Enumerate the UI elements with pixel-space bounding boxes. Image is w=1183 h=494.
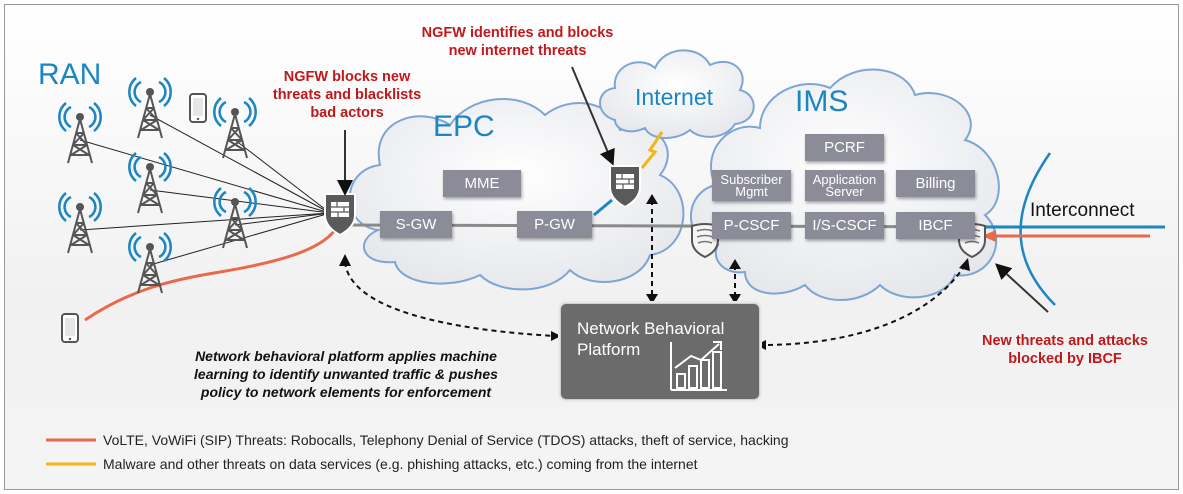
- platform-note: Network behavioral platform applies mach…: [160, 347, 532, 401]
- ngfw-ran-line1: NGFW blocks new: [283, 69, 411, 85]
- firewall-shield-icon: [324, 193, 356, 236]
- application-server-line1: Application: [812, 171, 877, 187]
- ngfw-internet-line1: NGFW identifies and blocks: [421, 25, 614, 41]
- ngfw-internet-callout: NGFW identifies and blocks new internet …: [400, 24, 635, 60]
- mme-node: MME: [443, 170, 521, 197]
- note-line2: learning to identify unwanted traffic & …: [194, 366, 498, 382]
- sip-threat-ran: [84, 229, 337, 322]
- phone-icon: [189, 93, 207, 123]
- ngfw-ran-line2: threats and blacklists: [272, 87, 422, 103]
- cell-tower-icon: [213, 96, 257, 160]
- internet-label: Internet: [635, 84, 713, 110]
- note-line3: policy to network elements for enforceme…: [200, 384, 492, 400]
- phone-icon: [61, 313, 79, 343]
- cell-tower-icon: [128, 76, 172, 140]
- ran-label: RAN: [38, 58, 102, 91]
- malware-bolt: [640, 131, 664, 169]
- ibcf-callout-line2: blocked by IBCF: [1008, 351, 1122, 367]
- pcrf-node: PCRF: [805, 134, 884, 161]
- pcscf-node: P-CSCF: [712, 212, 791, 239]
- ims-label: IMS: [795, 85, 849, 118]
- ibcf-node: IBCF: [896, 212, 975, 239]
- subscriber-mgmt-node: Subscriber Mgmt: [712, 170, 791, 201]
- ibcf-callout: New threats and attacks blocked by IBCF: [960, 332, 1170, 368]
- network-behavioral-platform: Network Behavioral Platform: [560, 303, 760, 400]
- interconnect-arc: [1019, 152, 1056, 306]
- ibcf-callout-line1: New threats and attacks: [981, 333, 1148, 349]
- platform-line2: Platform: [577, 340, 641, 359]
- ngfw-ran-line3: bad actors: [310, 105, 384, 121]
- note-line1: Network behavioral platform applies mach…: [195, 348, 497, 364]
- ngfw-ran-callout: NGFW blocks new threats and blacklists b…: [262, 68, 432, 122]
- cell-tower-icon: [128, 151, 172, 215]
- pgw-node: P-GW: [517, 211, 592, 238]
- growth-chart-icon: [670, 341, 727, 391]
- subscriber-mgmt-line2: Mgmt: [735, 183, 768, 199]
- subscriber-mgmt-line1: Subscriber: [720, 171, 783, 187]
- application-server-line2: Server: [825, 183, 864, 199]
- interconnect-label: Interconnect: [1030, 200, 1135, 221]
- platform-line1: Network Behavioral: [577, 319, 725, 338]
- cell-tower-icon: [58, 101, 102, 165]
- platform-label: Network Behavioral Platform: [577, 318, 724, 360]
- legend-sip-threats: VoLTE, VoWiFi (SIP) Threats: Robocalls, …: [103, 432, 789, 448]
- legend-malware: Malware and other threats on data servic…: [103, 456, 698, 472]
- cell-tower-icon: [58, 191, 102, 255]
- ngfw-internet-line2: new internet threats: [448, 43, 587, 59]
- application-server-node: Application Server: [805, 170, 884, 201]
- epc-label: EPC: [433, 110, 495, 143]
- ran-links: [79, 114, 331, 266]
- billing-node: Billing: [896, 170, 975, 197]
- sgw-node: S-GW: [380, 211, 452, 238]
- iscscf-node: I/S-CSCF: [805, 212, 884, 239]
